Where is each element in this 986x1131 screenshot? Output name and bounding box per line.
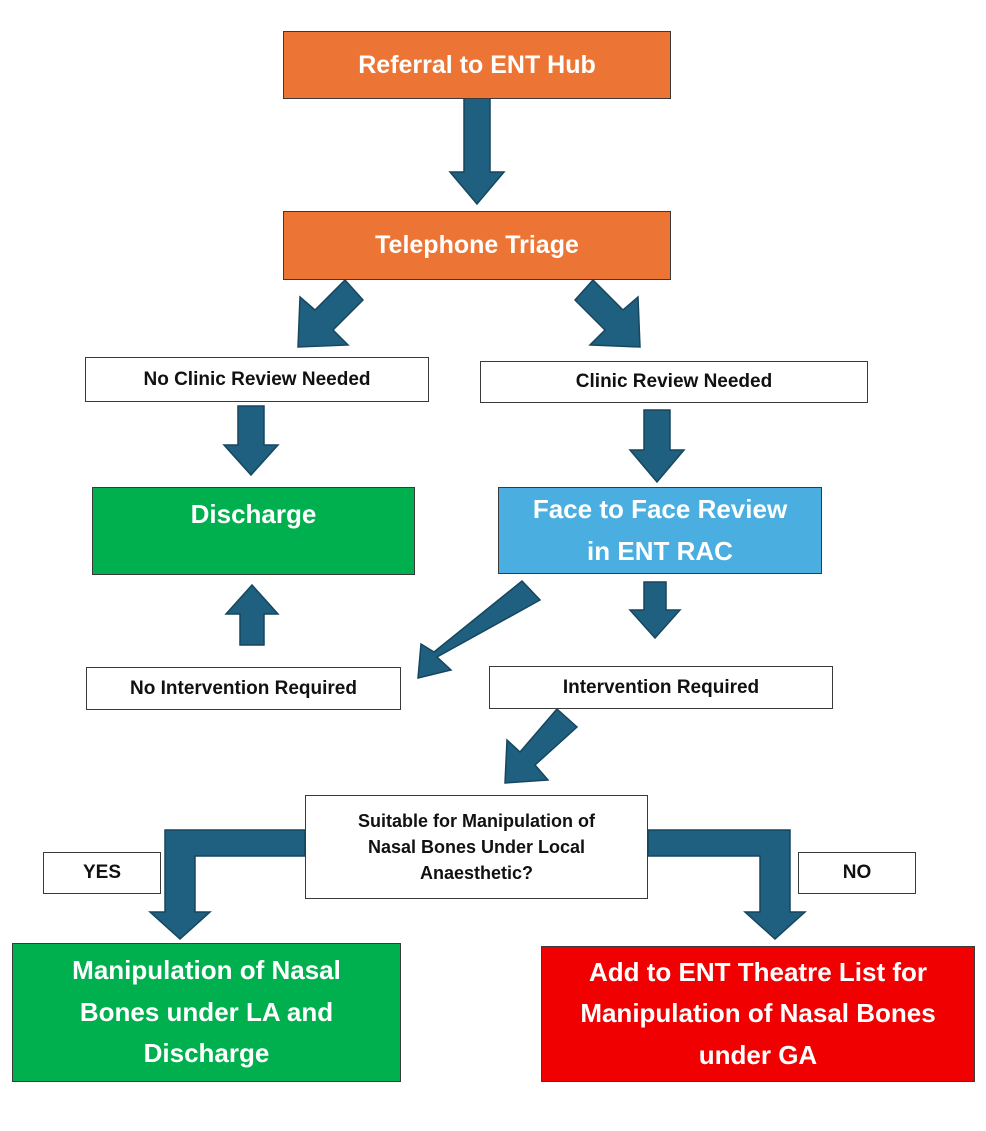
theatre-line-1: Add to ENT Theatre List for: [589, 956, 927, 987]
manipulation-la-line-1: Manipulation of Nasal: [72, 955, 341, 986]
arrow-intervention-to-suitable: [504, 707, 579, 784]
arrow-face-to-face-to-intervention: [628, 581, 682, 640]
manipulation-la-line-3: Discharge: [143, 1038, 270, 1069]
discharge-label: Discharge: [190, 499, 317, 529]
yes-label-box: YES: [43, 852, 161, 894]
no-intervention-box: No Intervention Required: [86, 667, 401, 710]
face-to-face-review-box: Face to Face Review in ENT RAC: [498, 487, 822, 574]
arrow-triage-to-no-clinic: [297, 278, 365, 348]
referral-label: Referral to ENT Hub: [358, 50, 596, 79]
suitable-line-2: Nasal Bones Under Local: [367, 836, 586, 857]
arrow-no-clinic-to-discharge: [222, 405, 280, 477]
suitable-line-1: Suitable for Manipulation of: [358, 810, 595, 831]
manipulation-la-box: Manipulation of Nasal Bones under LA and…: [12, 943, 401, 1082]
arrow-clinic-to-face-to-face: [628, 409, 686, 484]
referral-box: Referral to ENT Hub: [283, 31, 671, 99]
intervention-box: Intervention Required: [489, 666, 833, 709]
arrow-suitable-to-theatre: [647, 829, 807, 941]
arrow-no-intervention-to-discharge: [224, 583, 280, 646]
arrow-referral-to-triage: [448, 97, 506, 206]
theatre-line-2: Manipulation of Nasal Bones: [580, 998, 936, 1029]
arrow-face-to-face-to-no-intervention: [417, 579, 542, 679]
clinic-review-label: Clinic Review Needed: [575, 371, 773, 392]
suitable-question-box: Suitable for Manipulation of Nasal Bones…: [305, 795, 648, 899]
triage-box: Telephone Triage: [283, 211, 671, 280]
arrow-triage-to-clinic: [573, 278, 641, 348]
theatre-list-box: Add to ENT Theatre List for Manipulation…: [541, 946, 975, 1082]
no-label: NO: [842, 862, 872, 883]
intervention-label: Intervention Required: [562, 676, 760, 698]
clinic-review-box: Clinic Review Needed: [480, 361, 868, 403]
manipulation-la-line-2: Bones under LA and: [79, 996, 334, 1027]
face-to-face-line-2: in ENT RAC: [587, 535, 733, 566]
triage-label: Telephone Triage: [375, 231, 579, 259]
no-label-box: NO: [798, 852, 916, 894]
arrow-suitable-to-manipulation-la: [148, 829, 306, 941]
no-clinic-review-box: No Clinic Review Needed: [85, 357, 429, 402]
face-to-face-line-1: Face to Face Review: [532, 493, 788, 524]
discharge-box: Discharge: [92, 487, 415, 575]
suitable-line-3: Anaesthetic?: [419, 863, 534, 884]
theatre-line-3: under GA: [698, 1039, 818, 1070]
no-clinic-review-label: No Clinic Review Needed: [143, 368, 371, 390]
yes-label: YES: [82, 862, 122, 883]
no-intervention-label: No Intervention Required: [130, 677, 357, 699]
